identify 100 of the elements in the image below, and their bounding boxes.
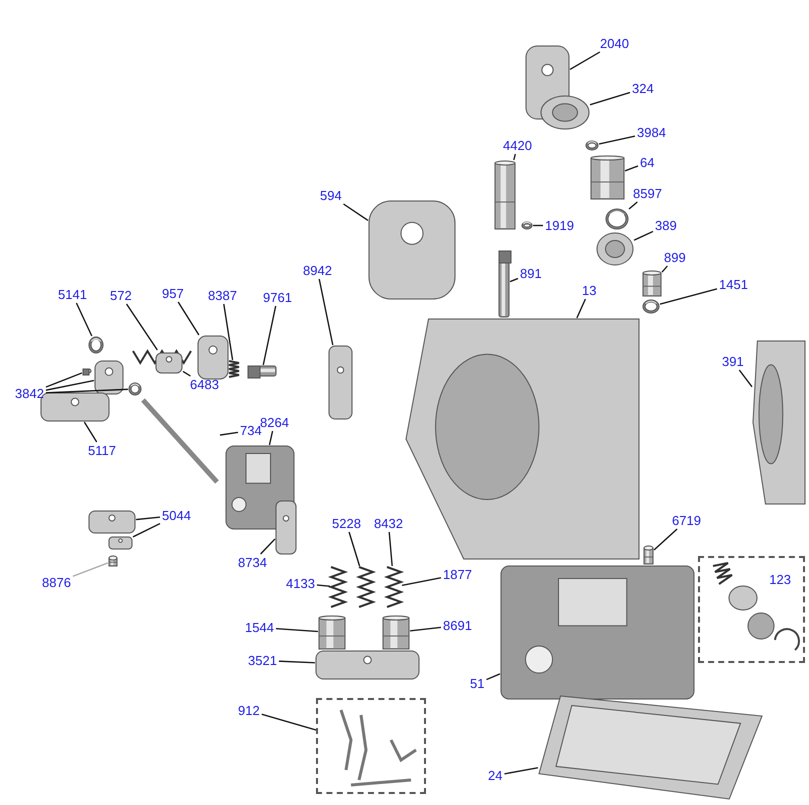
callout-number: 1544 bbox=[245, 620, 274, 635]
valve-body-drawing bbox=[500, 565, 695, 700]
leader-line bbox=[220, 432, 238, 436]
leader-line bbox=[570, 51, 600, 70]
clip-drawing bbox=[88, 336, 104, 354]
leader-line bbox=[260, 538, 276, 554]
callout-number: 3521 bbox=[248, 653, 277, 668]
callout-number: 8876 bbox=[42, 575, 71, 590]
callout-number: 957 bbox=[162, 286, 184, 301]
piston-drawing bbox=[382, 615, 410, 650]
callout-number: 24 bbox=[488, 768, 502, 783]
o-ring-drawing bbox=[585, 140, 599, 151]
bushing-drawing bbox=[128, 382, 142, 396]
leader-line bbox=[182, 370, 191, 377]
plate-drawing bbox=[315, 650, 420, 680]
callout-number: 912 bbox=[238, 703, 260, 718]
leader-line bbox=[136, 516, 160, 520]
spring-drawing bbox=[358, 566, 374, 608]
leader-line bbox=[132, 523, 160, 538]
transmission-case-drawing bbox=[405, 318, 640, 560]
cover-drawing bbox=[368, 200, 456, 300]
leader-line bbox=[223, 304, 234, 360]
callout-number: 123 bbox=[769, 572, 791, 587]
pin-drawing bbox=[643, 545, 654, 565]
leader-line bbox=[262, 306, 276, 366]
clip-drawing bbox=[108, 536, 133, 550]
sensor-drawing bbox=[590, 155, 625, 200]
sleeve-drawing bbox=[642, 270, 662, 297]
rod-drawing bbox=[498, 250, 510, 318]
leader-line bbox=[660, 288, 718, 305]
lever-drawing bbox=[94, 360, 124, 395]
lever-drawing bbox=[275, 500, 297, 555]
leader-line bbox=[318, 278, 334, 346]
leader-line bbox=[72, 562, 108, 577]
spring-drawing bbox=[330, 566, 346, 608]
bracket-drawing bbox=[328, 345, 353, 420]
spring-drawing bbox=[228, 360, 240, 378]
callout-number: 1877 bbox=[443, 567, 472, 582]
callout-number: 4133 bbox=[286, 576, 315, 591]
leader-line bbox=[634, 230, 654, 241]
leader-line bbox=[46, 372, 82, 388]
leader-line bbox=[76, 302, 92, 336]
leader-line bbox=[576, 298, 586, 318]
lever-drawing bbox=[197, 335, 229, 380]
callout-number: 8942 bbox=[303, 263, 332, 278]
leader-line bbox=[278, 660, 316, 664]
washer-drawing bbox=[605, 208, 629, 230]
leader-line bbox=[126, 304, 158, 350]
callout-number: 6719 bbox=[672, 513, 701, 528]
leader-line bbox=[46, 380, 94, 391]
callout-number: 9761 bbox=[263, 290, 292, 305]
leader-line bbox=[510, 278, 518, 282]
valve-drawing bbox=[225, 445, 295, 530]
leader-line bbox=[276, 628, 318, 632]
callout-number: 891 bbox=[520, 266, 542, 281]
shift-rod-drawing bbox=[140, 397, 220, 485]
leader-line bbox=[486, 673, 500, 680]
leader-line bbox=[262, 714, 316, 731]
leader-line bbox=[624, 165, 638, 172]
extension-housing-drawing bbox=[752, 340, 806, 505]
leader-line bbox=[268, 430, 274, 446]
leader-line bbox=[590, 92, 630, 106]
leader-line bbox=[410, 626, 442, 632]
callout-number: 6483 bbox=[190, 377, 219, 392]
callout-number: 3984 bbox=[637, 125, 666, 140]
bracket-drawing bbox=[88, 510, 136, 534]
leader-line bbox=[513, 154, 516, 160]
leader-line bbox=[738, 370, 753, 388]
bracket-drawing bbox=[155, 352, 183, 374]
callout-number: 8691 bbox=[443, 618, 472, 633]
callout-number: 64 bbox=[640, 155, 654, 170]
leader-line bbox=[84, 422, 98, 442]
leader-line bbox=[662, 266, 668, 273]
callout-number: 899 bbox=[664, 250, 686, 265]
clip-drawing bbox=[642, 299, 660, 314]
callout-number: 51 bbox=[470, 676, 484, 691]
callout-number: 734 bbox=[240, 423, 262, 438]
leader-line bbox=[388, 532, 393, 566]
leader-line bbox=[348, 532, 360, 566]
leader-line bbox=[343, 203, 368, 221]
callout-number: 4420 bbox=[503, 138, 532, 153]
callout-number: 5141 bbox=[58, 287, 87, 302]
callout-number: 8387 bbox=[208, 288, 237, 303]
oil-pan-drawing bbox=[538, 695, 763, 800]
callout-number: 1451 bbox=[719, 277, 748, 292]
bolt-drawing bbox=[247, 365, 277, 377]
callout-number: 2040 bbox=[600, 36, 629, 51]
callout-number: 5044 bbox=[162, 508, 191, 523]
callout-number: 8734 bbox=[238, 555, 267, 570]
cover-disc-drawing bbox=[540, 95, 590, 130]
callout-number: 5228 bbox=[332, 516, 361, 531]
shaft-drawing bbox=[494, 160, 516, 230]
dashed-group-frame bbox=[698, 556, 805, 663]
callout-number: 8264 bbox=[260, 415, 289, 430]
spring-drawing bbox=[386, 566, 402, 608]
pin-drawing bbox=[82, 368, 92, 374]
leader-line bbox=[654, 528, 678, 550]
callout-number: 391 bbox=[722, 354, 744, 369]
leader-line bbox=[402, 577, 442, 586]
leader-line bbox=[178, 302, 200, 336]
